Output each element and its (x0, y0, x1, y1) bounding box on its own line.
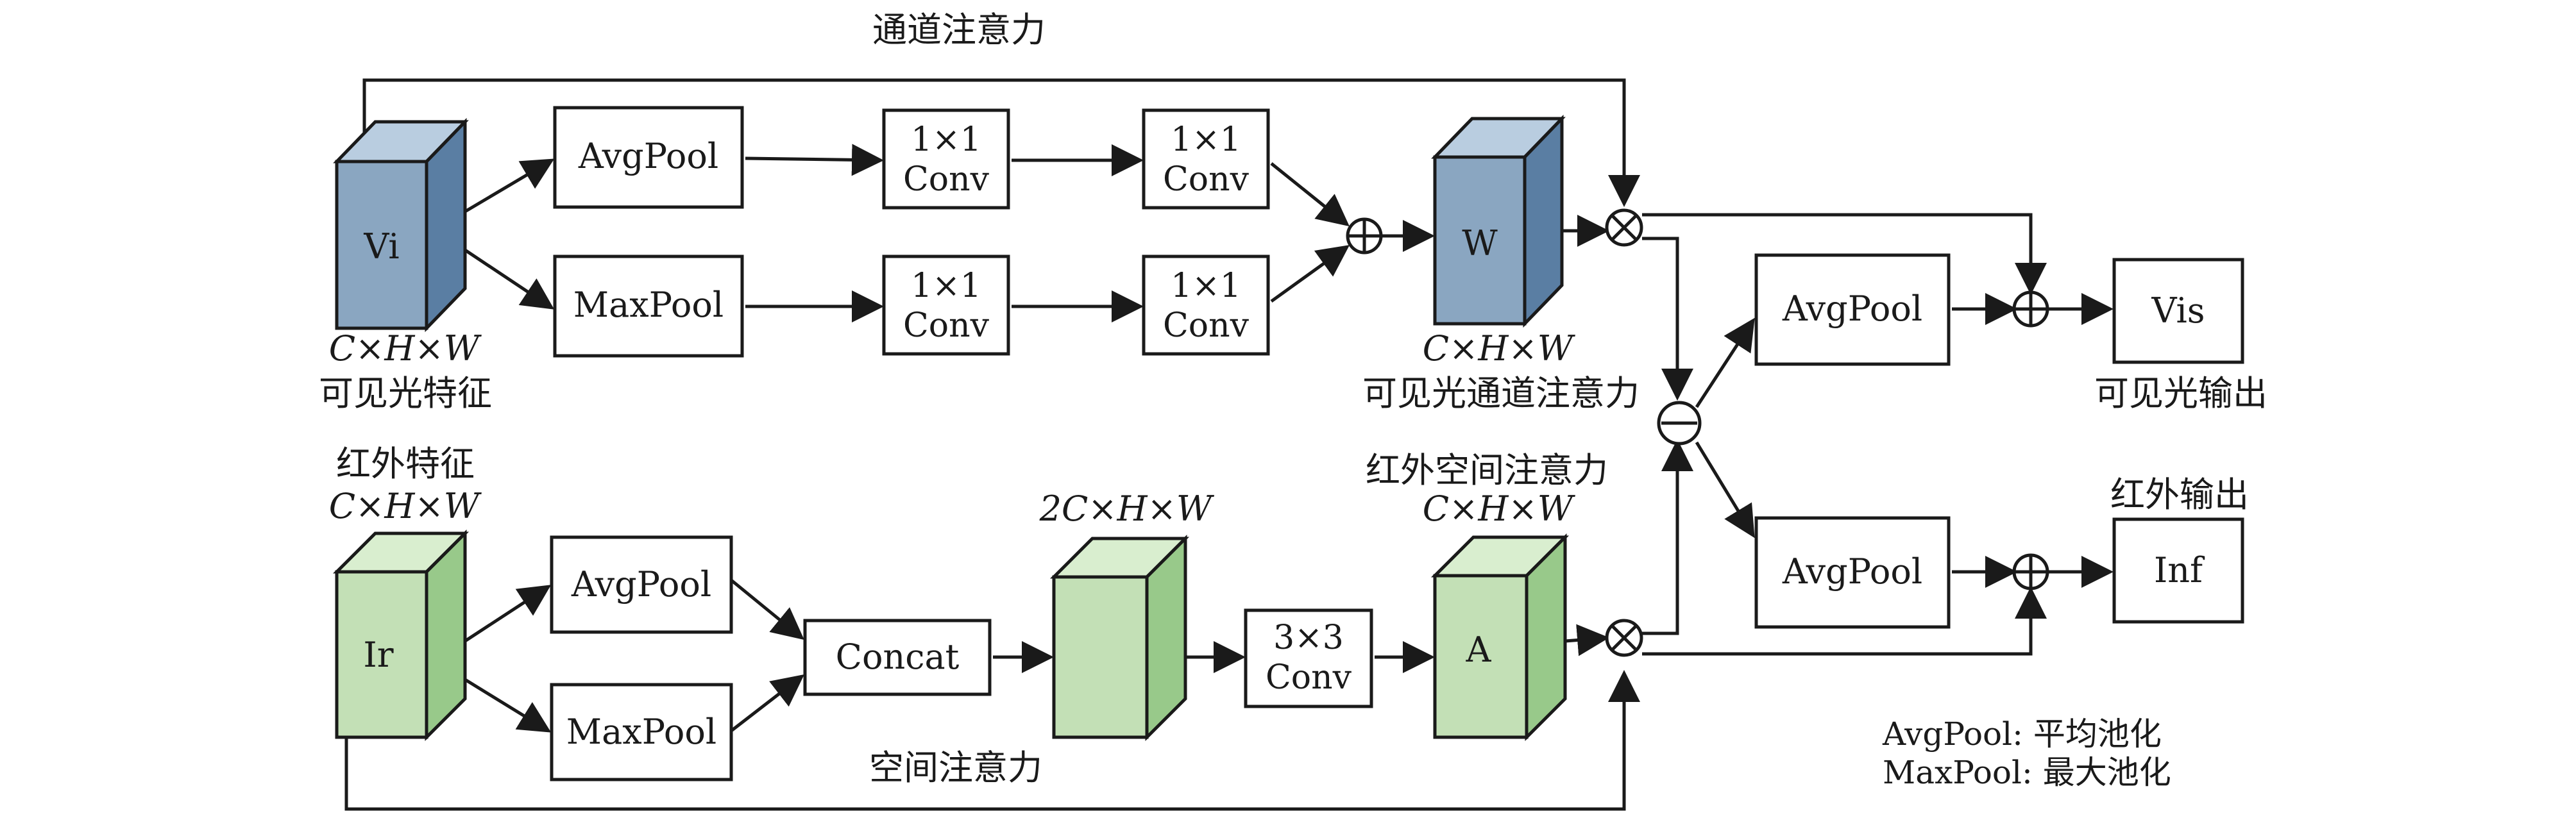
subtract-operator (1657, 401, 1702, 446)
avgpool-to-concat-arrow (730, 579, 804, 640)
w-dims: C×H×W (1423, 328, 1576, 369)
vis-output-label: Vis (2151, 290, 2205, 331)
avgpool-to-conv-arrow (745, 144, 884, 176)
ir-to-maxpool-arrow (464, 678, 552, 733)
fusion-avgpool-top-label: AvgPool (1782, 288, 1922, 329)
conv-bottom-1-line2: Conv (903, 306, 990, 345)
fusion-avgpool-bottom-label: AvgPool (1782, 551, 1922, 592)
a-cube-front (1433, 574, 1529, 739)
conv-bottom-1-line1: 1×1 (911, 267, 981, 305)
channel-conv-top-2: 1×1 Conv (1142, 108, 1270, 210)
conv-bottom-to-add-arrow (1270, 245, 1350, 303)
channel-maxpool-label: MaxPool (573, 285, 724, 325)
vi-to-avgpool-arrow (464, 158, 555, 213)
ir-cube-front (335, 570, 428, 739)
channel-conv-top-1: 1×1 Conv (882, 108, 1010, 210)
a-dims: C×H×W (1423, 488, 1576, 529)
mult-bottom-to-subtract-line (1642, 439, 1693, 635)
a-cube-label: A (1466, 630, 1492, 670)
concat-cube (1049, 534, 1190, 742)
spatial-conv-box: 3×3 Conv (1244, 608, 1373, 708)
vi-dims: C×H×W (329, 328, 482, 369)
ir-to-avgpool-arrow (464, 585, 552, 643)
ir-cube-side (425, 529, 467, 742)
a-caption: 红外空间注意力 (1366, 450, 1608, 490)
concat-box: Concat (803, 619, 992, 696)
spatial-conv-line2: Conv (1266, 658, 1352, 697)
legend-maxpool: MaxPool: 最大池化 (1883, 754, 2171, 791)
top-multiply-operator (1605, 208, 1643, 247)
conv-top-2-line1: 1×1 (1171, 121, 1241, 159)
fusion-avgpool-bottom-box: AvgPool (1754, 516, 1951, 629)
ir-cube-label: Ir (363, 635, 393, 675)
mult-to-vis-add-line (1642, 213, 2047, 295)
vi-cube-front (335, 160, 428, 330)
channel-attention-title: 通道注意力 (872, 10, 1046, 50)
vi-caption: 可见光特征 (319, 373, 492, 413)
vi-cube: Vi (333, 117, 469, 333)
channel-avgpool-box: AvgPool (553, 106, 744, 209)
subtract-to-avgpool-top-arrow (1695, 317, 1755, 408)
channel-conv-bottom-2: 1×1 Conv (1142, 255, 1270, 356)
legend-avgpool: AvgPool: 平均池化 (1882, 715, 2162, 753)
w-caption: 可见光通道注意力 (1362, 373, 1640, 413)
w-cube: W (1431, 114, 1566, 328)
spatial-avgpool-label: AvgPool (571, 564, 711, 605)
channel-maxpool-box: MaxPool (553, 255, 744, 358)
w-cube-label: W (1462, 223, 1498, 263)
concat-cube-front (1052, 575, 1149, 739)
vi-skip-line (362, 78, 1640, 207)
ir-cube: Ir (332, 529, 470, 742)
ir-skip-line (344, 670, 1640, 811)
spatial-avgpool-box: AvgPool (550, 535, 733, 634)
spatial-conv-line1: 3×3 (1273, 619, 1344, 657)
connectors (344, 78, 2114, 811)
channel-conv-bottom-1: 1×1 Conv (882, 255, 1010, 356)
spatial-attention-title: 空间注意力 (869, 747, 1042, 788)
spatial-maxpool-label: MaxPool (566, 712, 716, 752)
vi-cube-label: Vi (363, 226, 399, 267)
inf-output-box: Inf (2112, 517, 2244, 624)
channel-add-operator (1346, 217, 1383, 255)
conv-top-2-line2: Conv (1163, 160, 1250, 199)
mult-to-subtract-line (1642, 237, 1693, 401)
conv-bottom-2-line1: 1×1 (1171, 267, 1241, 305)
channel-avgpool-label: AvgPool (578, 136, 718, 176)
vis-output-caption: 可见光输出 (2094, 373, 2267, 413)
a-to-multiply-arrow (1564, 624, 1609, 656)
w-cube-front (1433, 155, 1527, 326)
ir-dims: C×H×W (329, 486, 482, 526)
a-cube: A (1430, 533, 1570, 742)
vis-output-box: Vis (2112, 258, 2244, 364)
w-cube-side (1523, 114, 1564, 328)
conv-top-to-add-arrow (1270, 162, 1350, 227)
spatial-maxpool-box: MaxPool (550, 683, 733, 781)
conv-bottom-2-line2: Conv (1163, 306, 1250, 345)
inf-output-caption: 红外输出 (2110, 474, 2249, 515)
conv-top-1-line2: Conv (903, 160, 990, 199)
subtract-to-avgpool-bottom-arrow (1695, 441, 1755, 538)
concat-label: Concat (836, 637, 960, 677)
maxpool-to-concat-arrow (730, 674, 804, 732)
ir-caption: 红外特征 (336, 444, 475, 484)
bottom-multiply-operator (1605, 619, 1643, 657)
fusion-avgpool-top-box: AvgPool (1754, 253, 1951, 366)
inf-output-label: Inf (2154, 550, 2205, 590)
mult-to-inf-add-line (1642, 587, 2047, 656)
inf-add-operator (2012, 553, 2049, 590)
vi-to-maxpool-arrow (464, 248, 555, 310)
concat-dims: 2C×H×W (1039, 488, 1215, 529)
conv-top-1-line1: 1×1 (911, 121, 981, 159)
vis-add-operator (2012, 290, 2049, 328)
